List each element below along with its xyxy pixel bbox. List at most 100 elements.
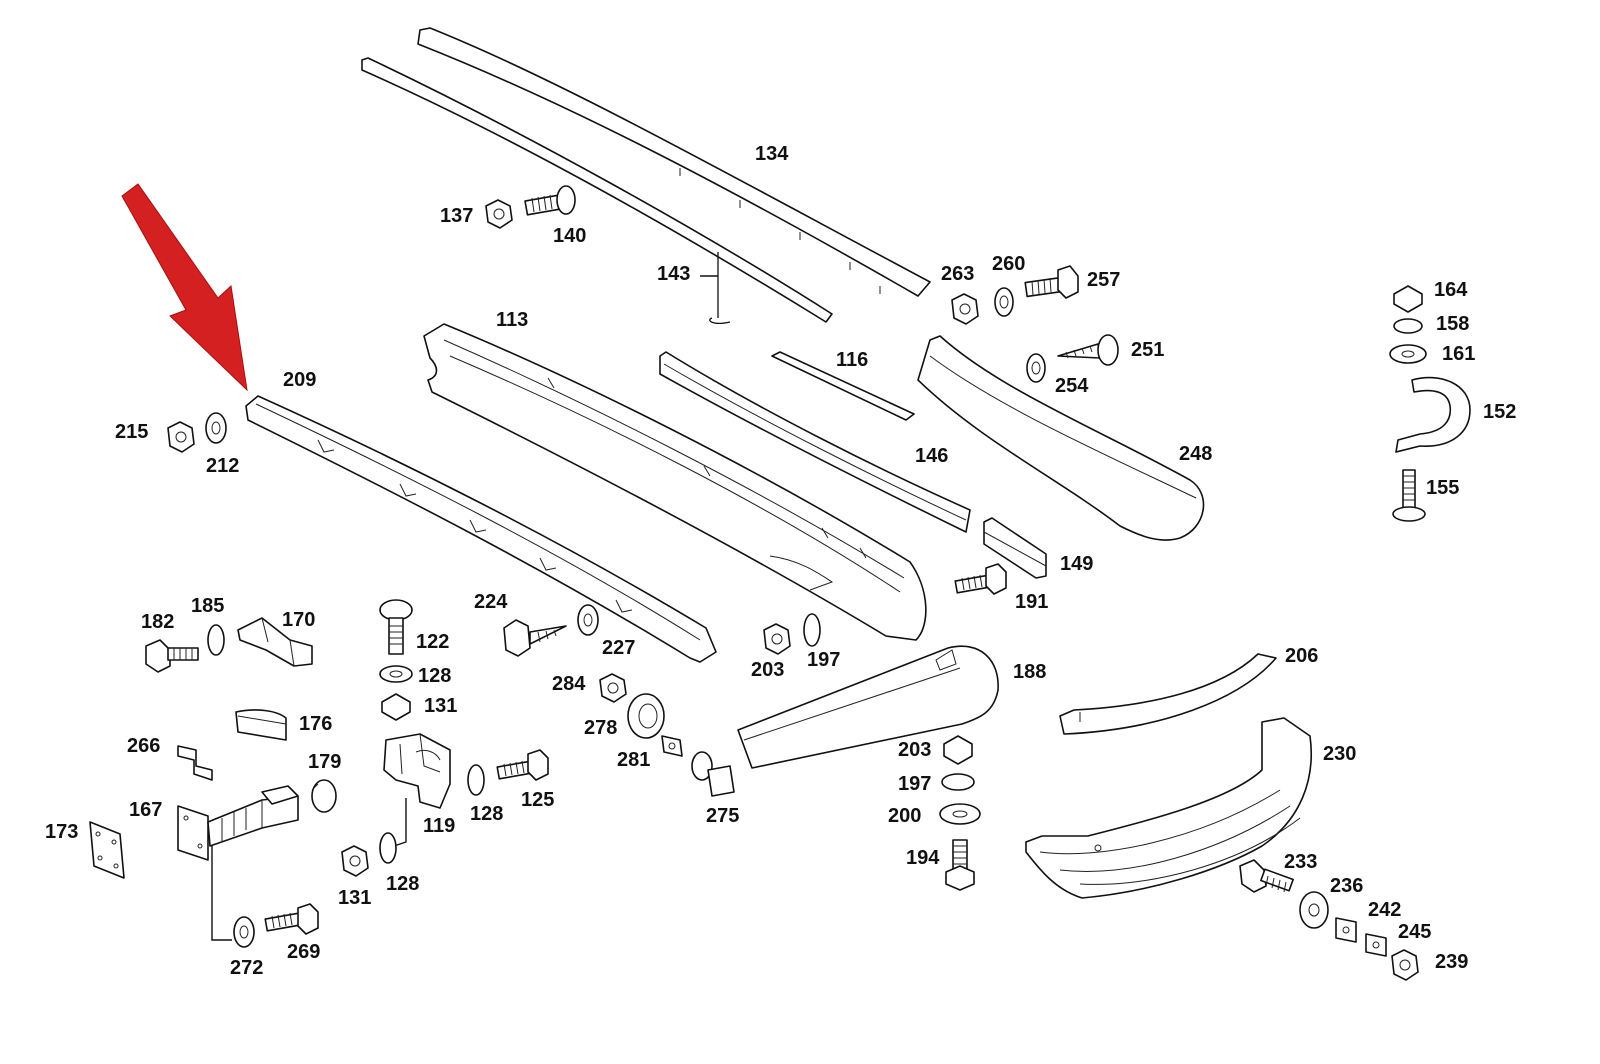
- label-230: 230: [1323, 743, 1356, 765]
- label-203b: 203: [898, 739, 931, 761]
- part-176-rubber-block: [235, 709, 287, 741]
- part-215-nut: [167, 421, 195, 453]
- part-161-washer: [1389, 344, 1427, 364]
- part-284-nut: [599, 673, 627, 703]
- part-170-bracket: [237, 617, 313, 667]
- part-242-clip: [1335, 917, 1357, 943]
- label-173: 173: [45, 821, 78, 843]
- part-140-bolt: [524, 185, 576, 216]
- label-281: 281: [617, 749, 650, 771]
- part-272-washer: [233, 916, 255, 948]
- part-113-bumper-reinforcement: [423, 323, 927, 641]
- label-215: 215: [115, 421, 148, 443]
- label-242: 242: [1368, 899, 1401, 921]
- red-pointer-arrow: [121, 183, 248, 392]
- part-224-bolt: [503, 619, 567, 657]
- part-155-bolt: [1392, 469, 1426, 522]
- label-158: 158: [1436, 313, 1469, 335]
- part-281-clip: [661, 735, 683, 757]
- part-122-bolt: [379, 599, 413, 655]
- part-257-bolt: [1024, 265, 1079, 299]
- part-263-nut: [951, 293, 979, 325]
- part-185-washer: [207, 624, 225, 656]
- part-212-washer: [205, 412, 227, 444]
- label-251: 251: [1131, 339, 1164, 361]
- part-251-screw: [1057, 334, 1119, 366]
- part-143-clip: [700, 252, 731, 324]
- part-125-bolt: [496, 749, 549, 781]
- label-257: 257: [1087, 269, 1120, 291]
- part-134-roof-strip: [361, 27, 931, 323]
- label-137: 137: [440, 205, 473, 227]
- part-119-bracket: [383, 733, 451, 809]
- part-197-washer-b: [941, 773, 975, 791]
- label-278: 278: [584, 717, 617, 739]
- part-182-bolt: [145, 639, 199, 673]
- label-119: 119: [423, 815, 455, 837]
- part-200-washer: [939, 803, 981, 825]
- part-128-washer-b: [467, 764, 485, 796]
- part-248-side-rail: [917, 335, 1205, 541]
- label-140: 140: [553, 225, 586, 247]
- label-170: 170: [282, 609, 315, 631]
- label-116: 116: [836, 349, 868, 371]
- part-254-washer: [1026, 353, 1046, 383]
- label-209: 209: [283, 369, 316, 391]
- label-149: 149: [1060, 553, 1093, 575]
- part-269-bolt: [264, 903, 319, 935]
- part-128-washer-a: [379, 665, 413, 683]
- label-161: 161: [1442, 343, 1475, 365]
- label-269: 269: [287, 941, 320, 963]
- part-191-bolt: [954, 563, 1007, 595]
- label-143: 143: [657, 263, 690, 285]
- part-128-washer-c: [379, 832, 397, 864]
- part-209-mounting-rail: [245, 395, 717, 663]
- label-146: 146: [915, 445, 948, 467]
- part-236-washer: [1299, 891, 1329, 929]
- part-188-corner-cover: [737, 645, 999, 769]
- label-152: 152: [1483, 401, 1516, 423]
- label-197a: 197: [807, 649, 840, 671]
- label-248: 248: [1179, 443, 1212, 465]
- label-284: 284: [552, 673, 586, 695]
- part-206-trim-strip: [1059, 653, 1277, 735]
- label-179: 179: [308, 751, 341, 773]
- part-116-strip: [771, 351, 915, 421]
- label-272: 272: [230, 957, 263, 979]
- part-164-nut: [1393, 285, 1423, 313]
- part-194-bolt: [945, 839, 975, 891]
- part-167-impact-absorber: [177, 785, 299, 861]
- label-239: 239: [1435, 951, 1468, 973]
- label-185: 185: [191, 595, 224, 617]
- label-197b: 197: [898, 773, 931, 795]
- leader-167-272: [211, 846, 232, 941]
- label-128b: 128: [470, 803, 503, 825]
- label-194: 194: [906, 847, 940, 869]
- label-131b: 131: [338, 887, 371, 909]
- label-182: 182: [141, 611, 174, 633]
- part-number-labels: 134 137 140 143 263 260 257 164 158 161 …: [45, 143, 1516, 979]
- part-158-lock-washer: [1393, 318, 1423, 334]
- part-179-cap: [311, 779, 337, 813]
- part-197-washer-a: [803, 613, 821, 647]
- label-245: 245: [1398, 921, 1431, 943]
- label-275: 275: [706, 805, 739, 827]
- part-131-nut-a: [381, 693, 411, 721]
- label-191: 191: [1015, 591, 1048, 613]
- label-224: 224: [474, 591, 508, 613]
- part-131-nut-b: [341, 845, 369, 877]
- part-230-bumper-cover: [1025, 717, 1312, 899]
- part-239-nut: [1391, 949, 1419, 981]
- part-149-spacer: [983, 517, 1047, 579]
- part-245-clip: [1365, 933, 1387, 957]
- part-278-grommet: [627, 693, 665, 739]
- part-275-retainer: [691, 751, 735, 797]
- part-137-nut: [485, 199, 513, 229]
- label-155: 155: [1426, 477, 1459, 499]
- part-173-plate: [89, 821, 125, 879]
- label-134: 134: [755, 143, 789, 165]
- part-260-washer: [994, 287, 1014, 317]
- label-131a: 131: [424, 695, 457, 717]
- label-236: 236: [1330, 875, 1363, 897]
